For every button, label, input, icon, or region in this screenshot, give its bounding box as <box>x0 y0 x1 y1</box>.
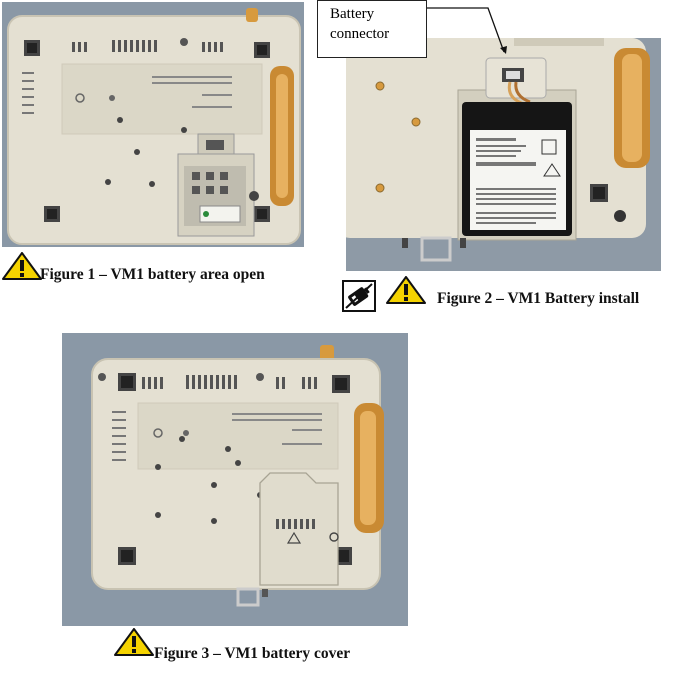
figure-2-photo <box>346 38 661 271</box>
figure-1-caption: Figure 1 – VM1 battery area open <box>40 266 265 283</box>
figure-1-photo <box>2 2 304 247</box>
warning-triangle-icon <box>114 628 154 656</box>
battery-disposal-icon <box>342 280 376 312</box>
figure-2-caption: Figure 2 – VM1 Battery install <box>437 290 640 307</box>
figure-3-caption: Figure 3 – VM1 battery cover <box>154 645 351 662</box>
warning-triangle-icon <box>386 276 426 304</box>
callout-line-2: connector <box>330 26 390 42</box>
battery-connector-callout: Battery connector <box>317 0 427 58</box>
warning-triangle-icon <box>2 252 42 280</box>
callout-line-1: Battery <box>330 6 375 22</box>
figure-3-photo <box>62 333 408 626</box>
